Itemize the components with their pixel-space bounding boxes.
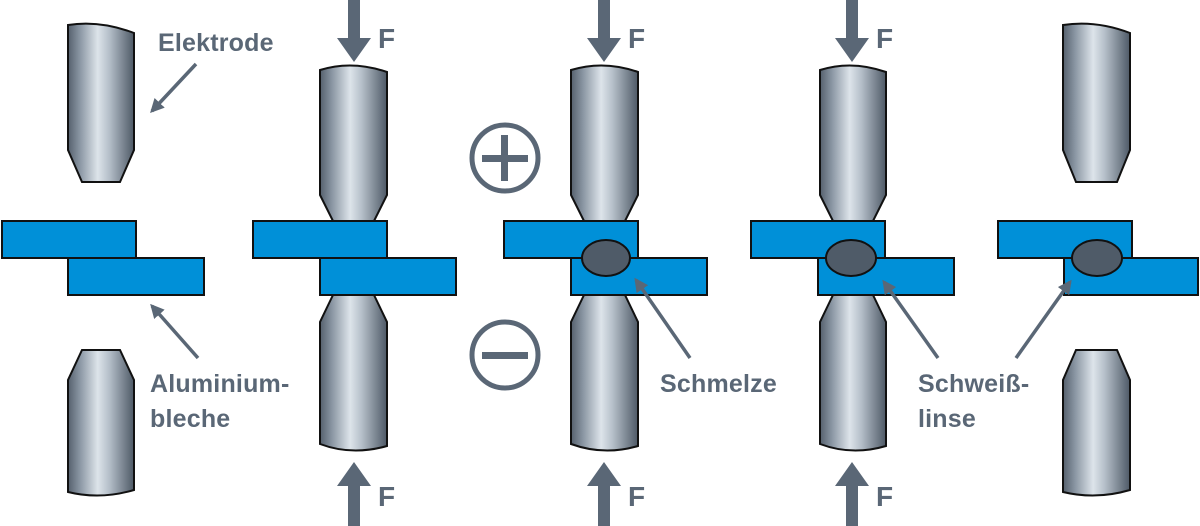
lower-electrode — [570, 294, 639, 452]
melt-label: Schmelze — [660, 370, 777, 398]
force-label: F — [876, 481, 893, 512]
weld-nugget — [825, 239, 877, 277]
force-arrow-up-icon — [587, 462, 621, 526]
force-label: F — [378, 23, 395, 54]
electrode-label: Elektrode — [158, 29, 274, 57]
nugget-label-line2: linse — [918, 405, 976, 433]
force-label: F — [628, 23, 645, 54]
force-arrow-up-icon — [835, 462, 869, 526]
lower-electrode — [319, 294, 388, 452]
upper-electrode — [67, 22, 135, 183]
sheets-label-line2: bleche — [150, 405, 230, 433]
force-labels: F F F F F F — [378, 23, 893, 512]
lower-aluminium-sheet — [319, 257, 457, 296]
force-label: F — [628, 481, 645, 512]
force-arrows — [337, 0, 869, 526]
electrode-pointer-arrow-icon — [150, 62, 198, 114]
upper-electrode — [570, 64, 639, 222]
sheets-pointer-arrow-icon — [150, 303, 200, 360]
lower-electrode — [1062, 349, 1131, 497]
plus-icon — [469, 122, 541, 194]
force-arrow-down-icon — [835, 0, 869, 62]
upper-electrode — [1062, 22, 1131, 183]
force-label: F — [876, 23, 893, 54]
nugget-pointer-arrow-icon — [882, 279, 940, 360]
force-arrow-up-icon — [337, 462, 371, 526]
melt-pointer-arrow-icon — [634, 277, 692, 359]
nugget-pointer-arrow-icon — [1014, 279, 1072, 360]
force-arrow-down-icon — [587, 0, 621, 62]
weld-nugget — [1071, 239, 1123, 277]
upper-aluminium-sheet — [1, 220, 137, 259]
sheets-label-line1: Aluminium- — [150, 370, 290, 398]
upper-aluminium-sheet — [252, 220, 388, 259]
lower-aluminium-sheet — [67, 257, 205, 296]
upper-electrode — [319, 64, 388, 222]
pointer-arrows — [150, 62, 1072, 360]
minus-icon — [469, 319, 541, 391]
upper-electrode — [819, 64, 887, 222]
stage-5-released — [997, 22, 1199, 497]
callout-labels: Elektrode Aluminium- bleche Schmelze Sch… — [150, 29, 1029, 433]
stage-2-pressing — [252, 64, 457, 452]
lower-electrode — [67, 349, 135, 497]
stage-1-open — [1, 22, 205, 497]
stage-4-holding — [750, 64, 955, 452]
melt-pool — [581, 239, 631, 277]
stage-3-melting — [503, 64, 708, 452]
force-arrow-down-icon — [337, 0, 371, 62]
lower-electrode — [819, 294, 887, 452]
nugget-label-line1: Schweiß- — [918, 370, 1029, 398]
force-label: F — [378, 481, 395, 512]
